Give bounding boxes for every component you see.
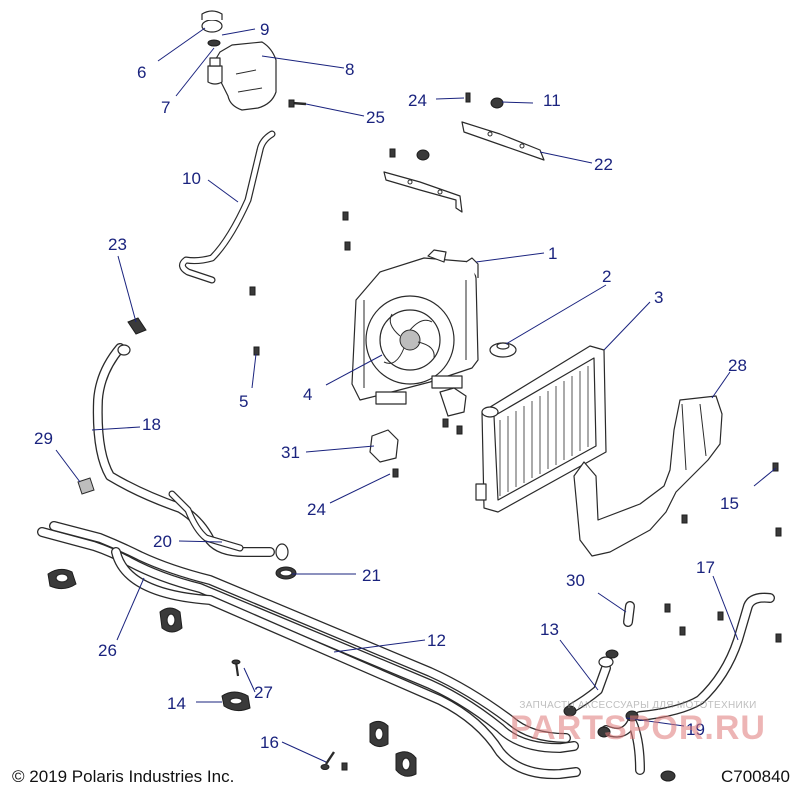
callout-2: 2 [602, 267, 611, 286]
watermark: ЗАПЧАСТИ АКСЕССУАРЫ ДЛЯ МОТОТЕХНИКИ PART… [488, 700, 788, 748]
callout-24-top: 24 [408, 91, 427, 110]
grommet-part [47, 568, 417, 777]
bracket-upper-part [461, 121, 545, 161]
coolant-tube-long-part [37, 521, 581, 780]
mount-bracket-part [369, 387, 467, 463]
callout-14: 14 [167, 694, 186, 713]
callout-labels: 1 2 3 4 5 6 7 8 9 10 11 12 13 14 15 16 1… [34, 20, 747, 752]
hose-short-part [623, 601, 635, 627]
callout-18: 18 [142, 415, 161, 434]
callout-30: 30 [566, 571, 585, 590]
fitting-part [77, 317, 147, 495]
hose-clamp-part [275, 566, 297, 580]
hose-junction-part [597, 710, 676, 782]
callout-25: 25 [366, 108, 385, 127]
radiator-part [475, 345, 607, 513]
callout-27: 27 [254, 683, 273, 702]
hose-upper-part [92, 343, 275, 557]
callout-7: 7 [161, 98, 170, 117]
callout-3: 3 [654, 288, 663, 307]
callout-13: 13 [540, 620, 559, 639]
hose-lower-right-part [635, 592, 775, 721]
callout-26: 26 [98, 641, 117, 660]
callout-19: 19 [686, 720, 705, 739]
hose-lower-left-part [563, 649, 619, 717]
callout-22: 22 [594, 155, 613, 174]
hose-branch-part [117, 344, 289, 561]
callout-16: 16 [260, 733, 279, 752]
callout-9: 9 [260, 20, 269, 39]
callout-23: 23 [108, 235, 127, 254]
air-duct-part [573, 395, 723, 557]
radiator-cap-part [489, 342, 517, 358]
callout-1: 1 [548, 244, 557, 263]
copyright-notice: © 2019 Polaris Industries Inc. [12, 767, 235, 786]
callout-29: 29 [34, 429, 53, 448]
clamp-part [221, 691, 251, 712]
leader-lines [55, 27, 777, 763]
screw-part [288, 99, 307, 108]
callout-4: 4 [303, 385, 312, 404]
washer-part [207, 39, 221, 47]
watermark-brand: PARTSPOR.RU [510, 709, 766, 747]
callout-10: 10 [182, 169, 201, 188]
callout-8: 8 [345, 60, 354, 79]
callout-31: 31 [281, 443, 300, 462]
callout-20: 20 [153, 532, 172, 551]
bracket-lower-part [383, 171, 463, 213]
overflow-hose-part [179, 130, 276, 284]
reservoir-tank-part [207, 41, 277, 111]
callout-28: 28 [728, 356, 747, 375]
drawing-code: C700840 [720, 767, 790, 786]
screw-small-part [231, 659, 335, 770]
reservoir-cap-part [201, 10, 223, 33]
callout-17: 17 [696, 558, 715, 577]
callout-5: 5 [239, 392, 248, 411]
callout-21: 21 [362, 566, 381, 585]
fasteners-part [249, 92, 782, 771]
callout-11: 11 [543, 91, 561, 110]
callout-12: 12 [427, 631, 446, 650]
callout-24-bottom: 24 [307, 500, 326, 519]
fan-shroud-part [351, 249, 479, 405]
watermark-tagline: ЗАПЧАСТИ АКСЕССУАРЫ ДЛЯ МОТОТЕХНИКИ [519, 700, 757, 711]
callout-6: 6 [137, 63, 146, 82]
callout-15: 15 [720, 494, 739, 513]
